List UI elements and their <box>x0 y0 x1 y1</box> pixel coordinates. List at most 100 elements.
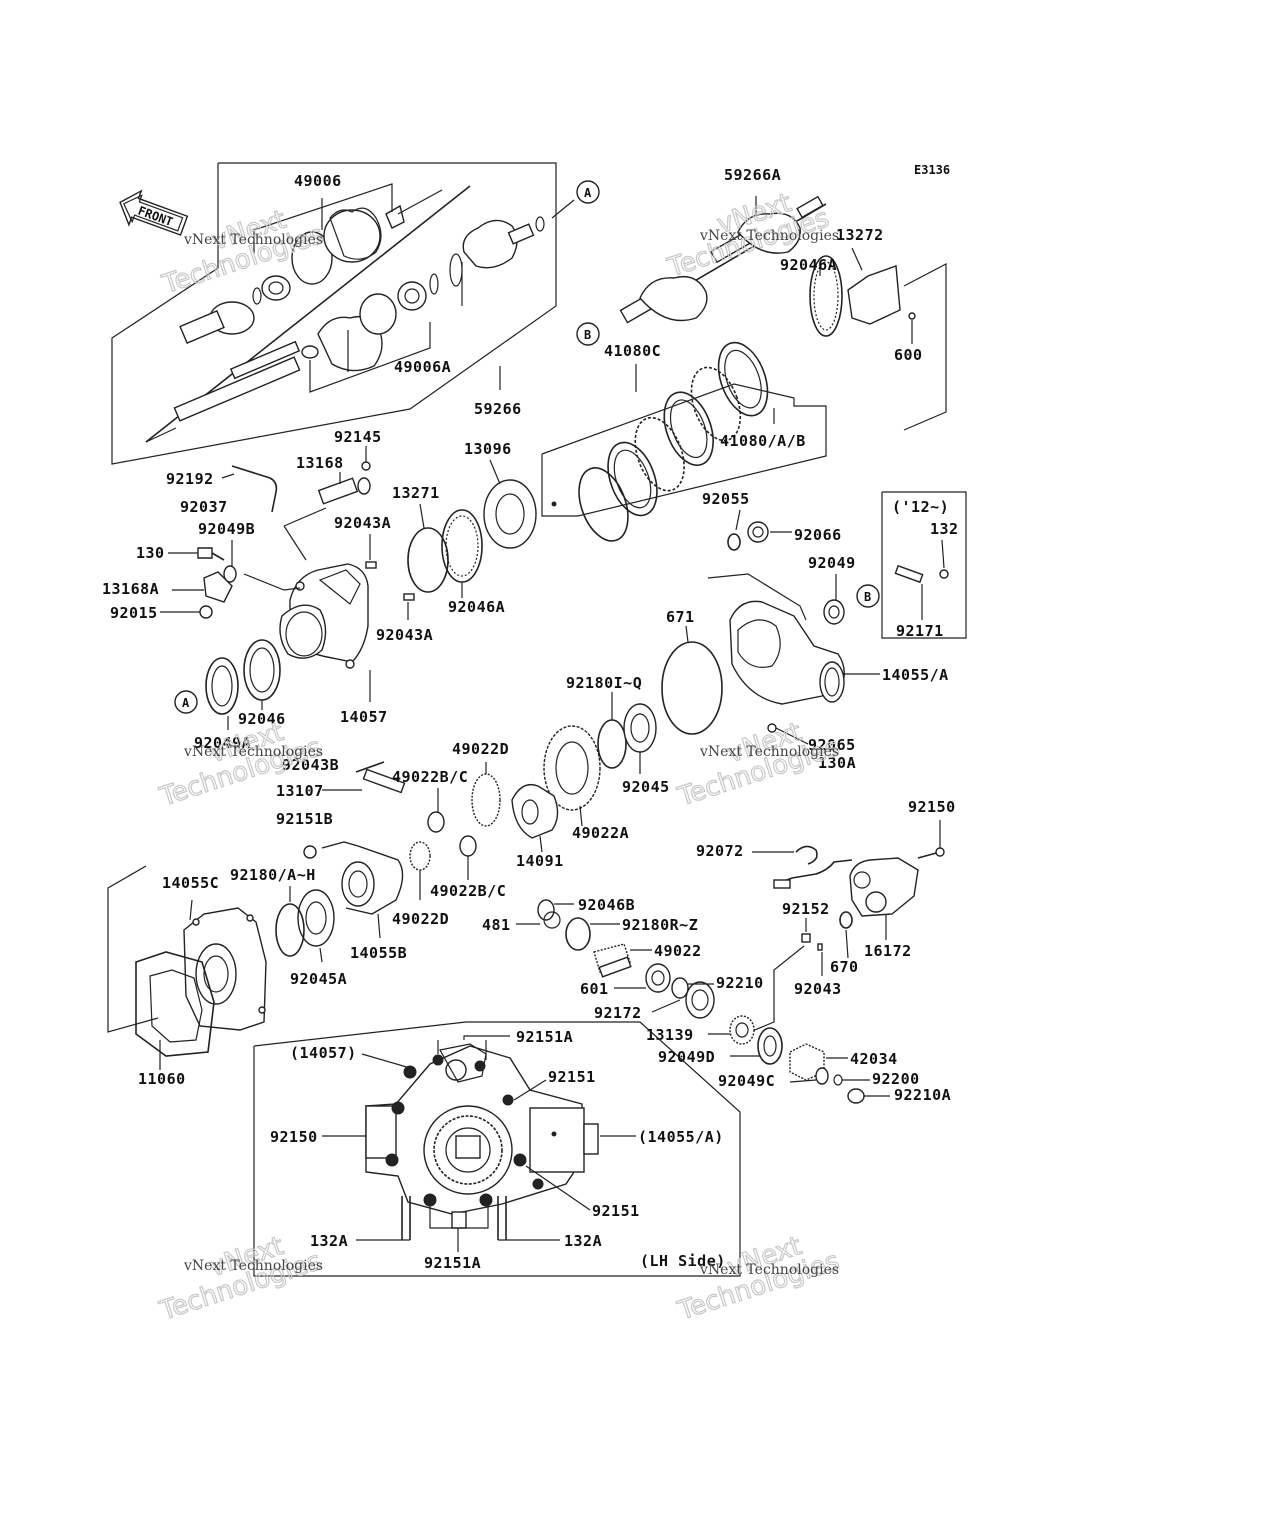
watermark-1-caption: vNext Technologies <box>183 232 323 248</box>
part-label-600: 600 <box>894 346 923 364</box>
part-label-14055-a-paren: (14055/A) <box>638 1128 724 1146</box>
part-label-92151a-top: 92151A <box>516 1028 573 1046</box>
part-label-92046a-top: 92046A <box>780 256 837 274</box>
part-label-92192: 92192 <box>166 470 214 488</box>
part-label-14091: 14091 <box>516 852 564 870</box>
part-label-92150-bot: 92150 <box>270 1128 318 1146</box>
part-label-92046: 92046 <box>238 710 286 728</box>
part-label-14057-paren: (14057) <box>290 1044 357 1062</box>
watermark-2-caption: vNext Technologies <box>699 228 839 244</box>
part-label-92210a: 92210A <box>894 1086 951 1104</box>
part-label-92049b: 92049B <box>198 520 255 538</box>
part-label-92065: 92065 <box>808 736 856 754</box>
front-arrow-icon: FRONT <box>119 189 189 236</box>
part-label-41080c: 41080C <box>604 342 661 360</box>
part-label-13271: 13271 <box>392 484 440 502</box>
part-label-92151a-bot: 92151A <box>424 1254 481 1272</box>
part-label-92037: 92037 <box>180 498 228 516</box>
part-label-92180-a-h: 92180/A~H <box>230 866 316 884</box>
part-label-92049d: 92049D <box>658 1048 715 1066</box>
part-label-49006: 49006 <box>294 172 342 190</box>
part-label-49022b-c-top: 49022B/C <box>392 768 468 786</box>
part-label-92055: 92055 <box>702 490 750 508</box>
part-label-92145: 92145 <box>334 428 382 446</box>
part-label-41080-a-b: 41080/A/B <box>720 432 806 450</box>
part-label-671: 671 <box>666 608 695 626</box>
part-label-92049: 92049 <box>808 554 856 572</box>
part-label-42034: 42034 <box>850 1050 898 1068</box>
part-label-92049c: 92049C <box>718 1072 775 1090</box>
callout-b-top: B <box>576 322 600 346</box>
part-label-14055c: 14055C <box>162 874 219 892</box>
part-label-92043a-1: 92043A <box>334 514 391 532</box>
callout-a-left: A <box>174 690 198 714</box>
callout-b-right: B <box>856 584 880 608</box>
part-label-92151-1: 92151 <box>548 1068 596 1086</box>
part-label-130a: 130A <box>818 754 856 772</box>
part-label-92150-top: 92150 <box>908 798 956 816</box>
part-label-49022b-c-bot: 49022B/C <box>430 882 506 900</box>
part-label-14055b: 14055B <box>350 944 407 962</box>
diagram-code: E3136 <box>914 163 950 177</box>
front-driveshaft-group <box>111 162 575 465</box>
part-label-16172: 16172 <box>864 942 912 960</box>
part-label-14057: 14057 <box>340 708 388 726</box>
part-label-92015: 92015 <box>110 604 158 622</box>
part-label-49022: 49022 <box>654 942 702 960</box>
part-label-670: 670 <box>830 958 859 976</box>
part-label-49022d-bot: 49022D <box>392 910 449 928</box>
svg-text:B: B <box>864 590 871 604</box>
svg-text:A: A <box>182 696 190 710</box>
front-housing-left-group <box>160 446 537 730</box>
watermark-5-caption: vNext Technologies <box>183 1258 323 1274</box>
part-label-lh-side: (LH Side) <box>640 1252 726 1270</box>
differential-parts-group <box>275 761 559 963</box>
part-label-49022d-top: 49022D <box>452 740 509 758</box>
svg-text:A: A <box>584 186 592 200</box>
part-label-13168a: 13168A <box>102 580 159 598</box>
watermark-3-caption: vNext Technologies <box>183 744 323 760</box>
part-label-92171: 92171 <box>896 622 944 640</box>
part-label-92049a: 92049A <box>194 734 251 752</box>
part-label-49006a: 49006A <box>394 358 451 376</box>
svg-text:B: B <box>584 328 591 342</box>
part-label-59266: 59266 <box>474 400 522 418</box>
part-label-92180i-q: 92180I~Q <box>566 674 642 692</box>
part-label-601: 601 <box>580 980 609 998</box>
watermark-5: vNext Technologies <box>155 1230 325 1327</box>
part-label-14055-a: 14055/A <box>882 666 949 684</box>
pinion-actuator-group <box>516 820 945 1104</box>
assembled-view-lh-side <box>253 1021 741 1277</box>
part-label-13107: 13107 <box>276 782 324 800</box>
part-label-92210: 92210 <box>716 974 764 992</box>
part-label-130: 130 <box>136 544 165 562</box>
rear-driveshaft-group <box>619 195 947 431</box>
part-label-92172: 92172 <box>594 1004 642 1022</box>
part-label-92151-2: 92151 <box>592 1202 640 1220</box>
part-label-92151b: 92151B <box>276 810 333 828</box>
part-label-132a-left: 132A <box>310 1232 348 1250</box>
part-label-92043a-2: 92043A <box>376 626 433 644</box>
part-label-13096: 13096 <box>464 440 512 458</box>
part-label-92200: 92200 <box>872 1070 920 1088</box>
part-label-92046a: 92046A <box>448 598 505 616</box>
part-label-92043b: 92043B <box>282 756 339 774</box>
part-label-92066: 92066 <box>794 526 842 544</box>
part-label-12-on: ('12~) <box>892 498 949 516</box>
part-label-59266a: 59266A <box>724 166 781 184</box>
part-label-481: 481 <box>482 916 511 934</box>
watermark-6-caption: vNext Technologies <box>699 1262 839 1278</box>
part-label-92043: 92043 <box>794 980 842 998</box>
part-label-13272: 13272 <box>836 226 884 244</box>
part-label-92072: 92072 <box>696 842 744 860</box>
rear-housing-right-group <box>543 491 967 827</box>
gearcase-cover-group <box>107 865 267 1070</box>
part-label-92152: 92152 <box>782 900 830 918</box>
watermark-4-caption: vNext Technologies <box>699 744 839 760</box>
part-label-13139: 13139 <box>646 1026 694 1044</box>
watermark-4: vNext Technologies <box>673 716 843 813</box>
part-label-92046b: 92046B <box>578 896 635 914</box>
part-label-132: 132 <box>930 520 959 538</box>
part-label-132a-right: 132A <box>564 1232 602 1250</box>
